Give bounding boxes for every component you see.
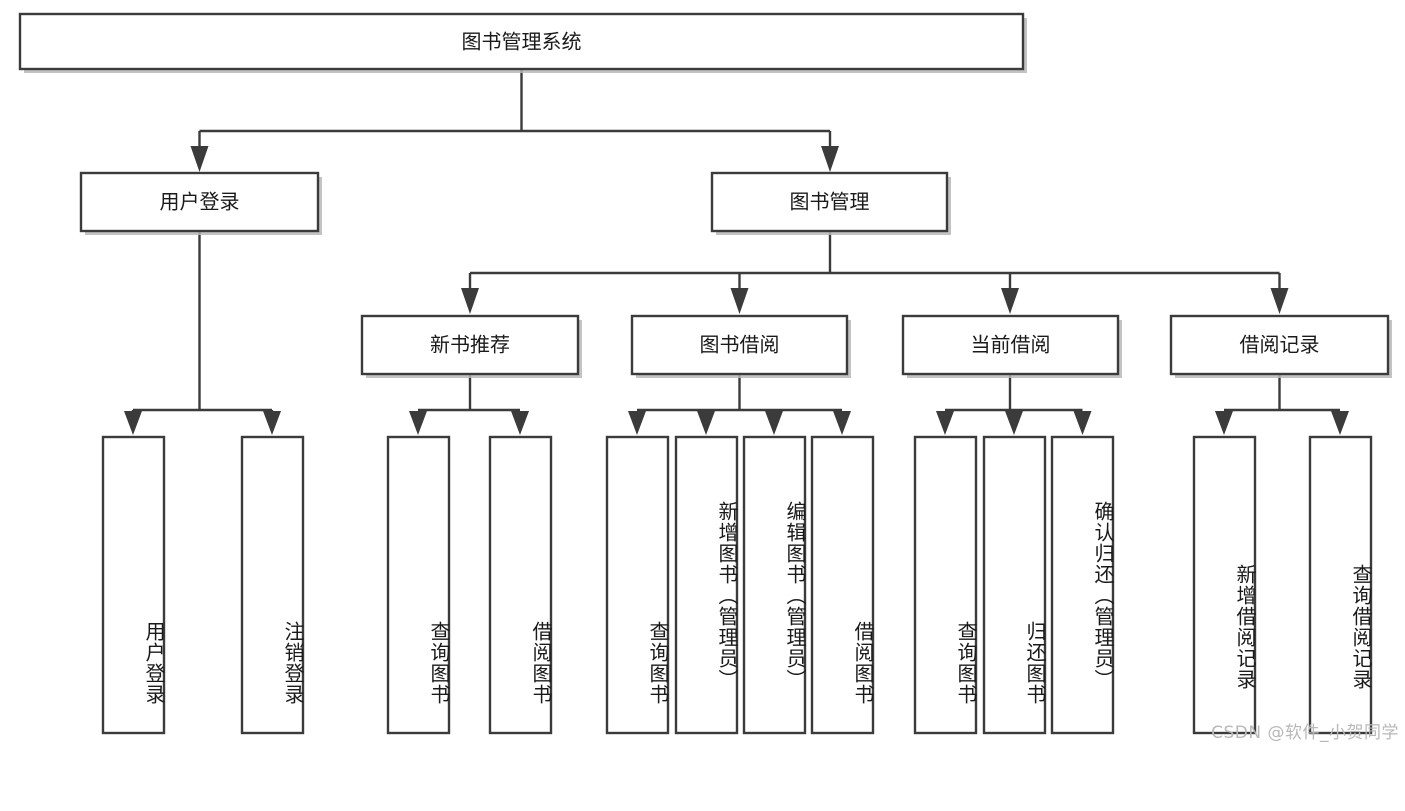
leaf-box-add-record[interactable]: [1192, 435, 1257, 735]
arrowhead-leaf-query-book-2: [628, 411, 646, 435]
node-borrow-record-label: 借阅记录: [1240, 333, 1320, 357]
arrowhead-leaf-confirm-return: [1073, 411, 1092, 435]
node-root-box[interactable]: [18, 12, 1025, 71]
node-book-manage-box[interactable]: [710, 171, 949, 233]
arrowhead-new-book-rec: [461, 288, 479, 314]
leaf-box-borrow-book-1[interactable]: [488, 435, 553, 735]
node-borrow-record[interactable]: 借阅记录: [1169, 314, 1392, 378]
leaf-box-edit-book[interactable]: [742, 435, 807, 735]
arrowhead-leaf-borrow-book-2: [833, 411, 851, 435]
arrowhead-leaf-user-login: [124, 411, 142, 435]
leaf-box-add-book[interactable]: [674, 435, 739, 735]
leaf-box-borrow-book-2[interactable]: [810, 435, 875, 735]
node-user-login-box[interactable]: [79, 171, 320, 233]
connector-group-book-borrow: [628, 374, 851, 435]
connector-group-book-manage: [461, 231, 1289, 314]
node-user-login[interactable]: 用户登录: [79, 171, 322, 235]
arrowhead-leaf-user-logout: [263, 411, 281, 435]
leaf-box-query-book-2[interactable]: [605, 435, 670, 735]
node-user-login-label: 用户登录: [160, 190, 240, 214]
node-book-manage[interactable]: 图书管理: [710, 171, 951, 235]
arrowhead-borrow-record: [1270, 288, 1289, 314]
arrowhead-book-borrow: [730, 288, 749, 314]
arrowhead-leaf-borrow-book-1: [511, 411, 529, 435]
connector-group-new-book-rec: [409, 374, 529, 435]
node-new-book-rec[interactable]: 新书推荐: [360, 314, 582, 378]
arrowhead-leaf-query-book-3: [936, 411, 954, 435]
leaf-boxes: [101, 435, 1373, 735]
arrowhead-leaf-return-book: [1005, 411, 1023, 435]
connector-group-current-borrow: [936, 374, 1092, 435]
arrowhead-leaf-query-book-1: [409, 411, 427, 435]
node-new-book-rec-label: 新书推荐: [430, 333, 510, 357]
connector-group-root: [190, 69, 839, 172]
arrowhead-book-manage: [821, 146, 839, 172]
leaf-box-confirm-return[interactable]: [1050, 435, 1115, 735]
node-current-borrow-box[interactable]: [901, 314, 1120, 376]
node-book-borrow-box[interactable]: [630, 314, 849, 376]
leaf-box-query-book-3[interactable]: [913, 435, 978, 735]
leaf-box-user-login[interactable]: [101, 435, 166, 735]
node-book-manage-label: 图书管理: [790, 190, 870, 214]
node-root-label: 图书管理系统: [462, 30, 582, 54]
connector-group-user-login: [124, 231, 281, 435]
node-book-borrow-label: 图书借阅: [700, 333, 780, 357]
connector-group-borrow-record: [1215, 374, 1349, 435]
leaf-box-return-book[interactable]: [982, 435, 1047, 735]
arrowhead-user-login: [190, 146, 209, 172]
leaf-box-query-book-1[interactable]: [386, 435, 451, 735]
node-current-borrow[interactable]: 当前借阅: [901, 314, 1122, 378]
watermark-text: CSDN @软件_小贺同学: [1211, 723, 1399, 743]
node-current-borrow-label: 当前借阅: [971, 333, 1051, 357]
node-borrow-record-box[interactable]: [1169, 314, 1390, 376]
node-book-borrow[interactable]: 图书借阅: [630, 314, 851, 378]
arrowhead-leaf-edit-book: [765, 411, 783, 435]
arrowhead-leaf-add-record: [1215, 411, 1233, 435]
node-new-book-rec-box[interactable]: [360, 314, 580, 376]
leaf-box-user-logout[interactable]: [240, 435, 305, 735]
leaf-box-query-record[interactable]: [1308, 435, 1373, 735]
node-root[interactable]: 图书管理系统: [18, 12, 1027, 73]
arrowhead-current-borrow: [1001, 288, 1019, 314]
arrowhead-leaf-query-record: [1331, 411, 1349, 435]
diagram-canvas: 图书管理系统 用户登录 图书管理 新书推荐 图书借阅 当前借阅: [18, 12, 1392, 735]
arrowhead-leaf-add-book: [697, 411, 715, 435]
hierarchy-diagram: 图书管理系统 用户登录 图书管理 新书推荐 图书借阅 当前借阅: [18, 12, 1399, 743]
